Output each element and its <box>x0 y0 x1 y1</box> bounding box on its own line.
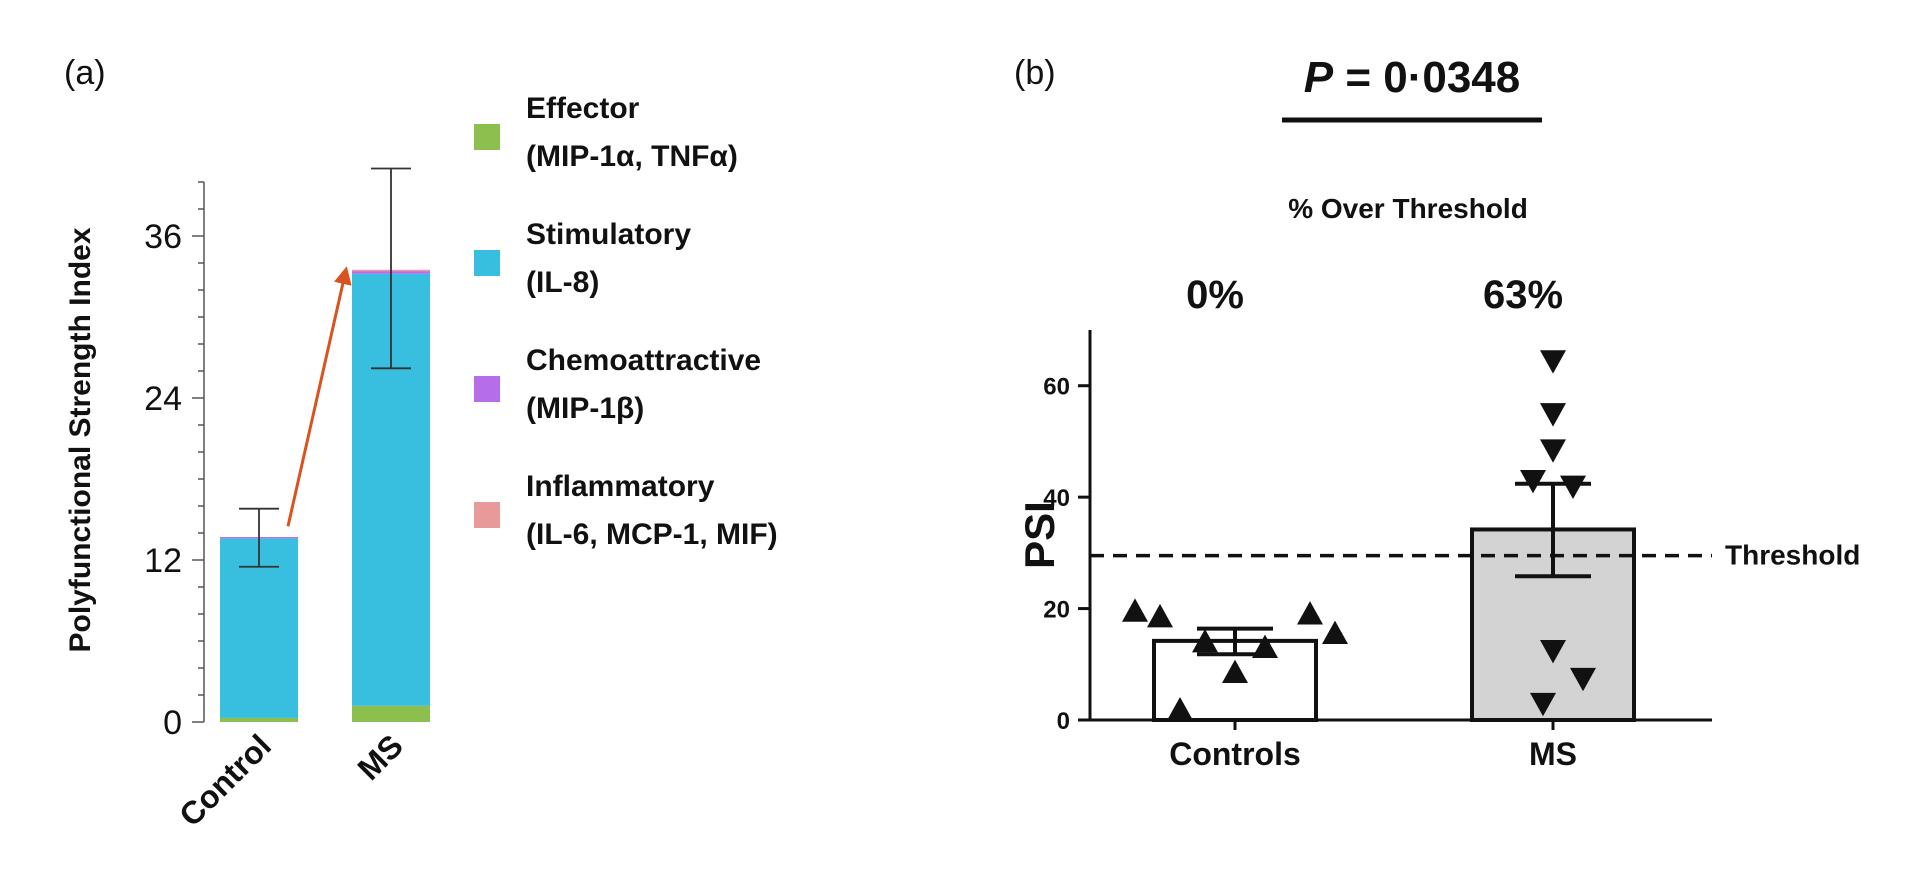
panel-b-data-point <box>1297 601 1323 625</box>
panel-a-y-axis-label: Polyfunctional Strength Index <box>64 227 97 652</box>
panel-a-error-bars <box>239 167 411 568</box>
panel-b-data-points <box>1122 350 1596 721</box>
panel-b-data-point <box>1167 696 1193 721</box>
panel-b-data-point <box>1520 470 1546 494</box>
panel-b-y-axis-label: PSI <box>1016 501 1063 569</box>
panel-a-trend-arrow <box>286 266 352 527</box>
legend-label-line1: Stimulatory <box>526 218 691 251</box>
panel-a-bar-segment <box>220 717 298 722</box>
panel-b-data-point <box>1560 475 1586 499</box>
panel-a-bars <box>220 269 430 722</box>
over-threshold-title: % Over Threshold <box>1288 193 1528 224</box>
panel-b-data-point <box>1540 639 1566 664</box>
panel-a-y-tick-label: 12 <box>144 542 182 580</box>
panel-b-data-point <box>1147 603 1173 628</box>
panel-b-y-tick-label: 0 <box>1057 708 1070 735</box>
panel-b-data-point <box>1222 659 1248 684</box>
panel-b-data-point <box>1322 620 1348 645</box>
panel-b-data-point <box>1192 629 1218 653</box>
legend-label-line2: (MIP-1α, TNFα) <box>526 140 738 173</box>
panel-a-y-tick-label: 24 <box>144 380 182 418</box>
panel-a-x-axis-labels: Control MS <box>172 727 410 833</box>
panel-a-legend: Effector (MIP-1α, TNFα) Stimulatory (IL-8) C… <box>474 92 778 551</box>
panel-b-y-tick-label: 20 <box>1043 597 1070 624</box>
panel-b-chart: (b) P = 0·0348 % Over Threshold 0% 63% PS… <box>1014 53 1860 772</box>
panel-b-data-point <box>1540 350 1566 374</box>
panel-b-data-point <box>1530 692 1556 717</box>
p-value-text: P = 0·0348 <box>1304 53 1521 102</box>
panel-b-label: (b) <box>1014 54 1056 92</box>
panel-b-data-point <box>1252 634 1278 658</box>
over-threshold-value: 63% <box>1483 273 1563 317</box>
panel-b-y-tick-label: 60 <box>1043 374 1070 401</box>
panel-b-x-axis-labels: Controls MS <box>1169 736 1577 772</box>
legend-label-line2: (IL-8) <box>526 266 599 299</box>
panel-b-data-point <box>1570 667 1596 692</box>
legend-label-line1: Inflammatory <box>526 470 715 503</box>
panel-b-threshold: Threshold <box>1090 540 1860 571</box>
legend-swatch <box>474 124 500 150</box>
over-threshold-value: 0% <box>1186 273 1244 317</box>
legend-swatch <box>474 250 500 276</box>
panel-b-y-tick-label: 40 <box>1043 485 1070 512</box>
panel-a-x-tick-label: MS <box>351 727 410 786</box>
panel-a-bar-segment <box>352 705 430 722</box>
panel-a-y-axis: 0 12 24 36 <box>144 181 205 742</box>
panel-b-x-tick-label: Controls <box>1169 736 1301 772</box>
legend-label-line2: (IL-6, MCP-1, MIF) <box>526 518 778 551</box>
legend-swatch <box>474 502 500 528</box>
panel-b-data-point <box>1122 598 1148 622</box>
legend-label-line2: (MIP-1β) <box>526 392 644 425</box>
panel-a-bar-segment <box>220 538 298 718</box>
panel-a-x-tick-label: Control <box>172 727 278 833</box>
over-threshold-values: 0% 63% <box>1186 273 1563 317</box>
panel-a-label: (a) <box>64 54 106 92</box>
panel-a-y-tick-label: 36 <box>144 218 182 256</box>
panel-a-y-tick-label: 0 <box>163 704 182 742</box>
panel-b-data-point <box>1540 439 1566 463</box>
p-value-value: = 0·0348 <box>1333 53 1520 102</box>
panel-b-data-point <box>1540 403 1566 427</box>
panel-b-bars <box>1152 527 1636 723</box>
legend-label-line1: Chemoattractive <box>526 344 761 377</box>
threshold-label: Threshold <box>1725 540 1860 571</box>
p-value-prefix: P <box>1304 53 1334 102</box>
panel-a-chart: (a) Polyfunctional Strength Index 0 12 24 3… <box>64 54 778 833</box>
legend-label-line1: Effector <box>526 92 640 125</box>
legend-swatch <box>474 376 500 402</box>
panel-b-x-tick-label: MS <box>1529 736 1577 772</box>
